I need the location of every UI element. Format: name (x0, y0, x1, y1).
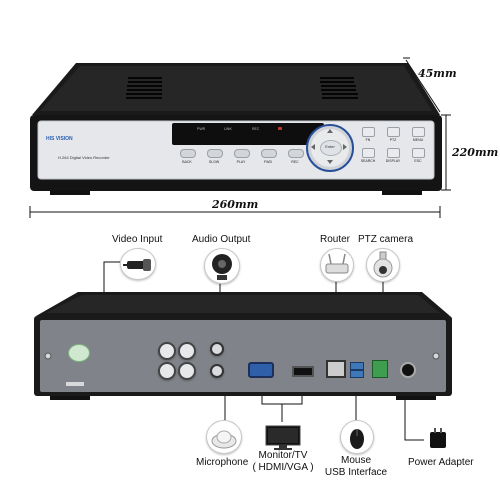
indicator-pwr: PWR (197, 127, 206, 131)
router-label: Router (320, 234, 351, 245)
rs485-terminal[interactable] (372, 360, 388, 378)
play-label: PLAY (236, 160, 246, 164)
search-button[interactable] (362, 148, 375, 158)
vga-port[interactable] (248, 362, 274, 378)
rca-audio-out[interactable] (210, 342, 224, 356)
bnc-input-4[interactable] (178, 362, 196, 380)
lan-port[interactable] (326, 360, 346, 378)
display-button[interactable] (387, 148, 400, 158)
dimension-lines (29, 57, 451, 218)
depth-dimension-label: 45mm (418, 67, 457, 80)
esc-button[interactable] (412, 148, 425, 158)
fwd-label: FWD (264, 160, 272, 164)
rec-button[interactable] (288, 149, 304, 158)
dpad-up-arrow-icon (327, 129, 333, 133)
dvr-front-view: HIS VISION H.264 Digital Video Recorder … (20, 55, 450, 205)
ptz-label: PTZ (389, 138, 397, 142)
bnc-input-3[interactable] (158, 362, 176, 380)
function-button-grid: FN PTZ MENU SEARCH DISPLAY ESC (358, 125, 432, 177)
dpad-enter-button[interactable] (320, 140, 342, 156)
play-button[interactable] (234, 149, 250, 158)
usb-port-2[interactable] (350, 370, 364, 378)
dpad-down-arrow-icon (327, 160, 333, 164)
usb-port-1[interactable] (350, 362, 364, 370)
bnc-video-inputs (156, 340, 206, 380)
dpad[interactable]: Enter (306, 124, 354, 172)
power-adapter-icon (424, 426, 454, 452)
ptz-camera-label: PTZ camera (358, 234, 414, 245)
dc-power-port[interactable] (400, 362, 416, 378)
back-button[interactable] (180, 149, 196, 158)
monitor-icon (264, 424, 302, 452)
slow-button[interactable] (207, 149, 223, 158)
fwd-button[interactable] (261, 149, 277, 158)
speaker-icon (204, 248, 240, 284)
monitor-sublabel: ( HDMI/VGA ) (252, 462, 314, 473)
mouse-label: Mouse (340, 455, 371, 466)
slow-label: SLOW (208, 160, 220, 164)
top-vent-right (320, 77, 358, 99)
esc-label: ESC (414, 159, 422, 163)
microphone-icon (206, 420, 242, 454)
menu-label: MENU (412, 138, 424, 142)
bnc-cable-icon (120, 248, 156, 280)
top-vent-left (126, 77, 162, 99)
indicator-rec: REC (252, 127, 260, 131)
audio-output-label: Audio Output (192, 234, 251, 245)
rec-label: REC (291, 160, 299, 164)
power-adapter-label: Power Adapter (408, 457, 474, 468)
dpad-right-arrow-icon (343, 144, 347, 150)
video-input-label: Video Input (112, 234, 163, 245)
fn-button[interactable] (362, 127, 375, 137)
display-label: DISPLAY (385, 159, 401, 163)
dpad-left-arrow-icon (311, 144, 315, 150)
monitor-label: Monitor/TV (258, 450, 308, 461)
hdmi-port[interactable] (292, 366, 314, 377)
ce-sticker (68, 344, 90, 362)
back-label: BACK (182, 160, 192, 164)
serial-label (66, 382, 84, 386)
indicator-link: LINK (224, 127, 232, 131)
router-icon (320, 248, 354, 282)
dvr-rear-chassis (34, 292, 452, 400)
rca-audio-in[interactable] (210, 364, 224, 378)
dpad-enter-label: Enter (325, 144, 335, 149)
ptz-camera-icon (366, 248, 400, 282)
fn-label: FN (365, 138, 371, 142)
playback-button-group: BACK SLOW PLAY FWD REC (176, 147, 316, 171)
bnc-input-2[interactable] (178, 342, 196, 360)
microphone-label: Microphone (196, 457, 249, 468)
bnc-input-1[interactable] (158, 342, 176, 360)
mouse-sublabel: USB Interface (324, 467, 388, 478)
search-label: SEARCH (360, 159, 376, 163)
front-model: H.264 Digital Video Recorder (58, 155, 110, 160)
mouse-icon (340, 420, 374, 454)
front-brand: HIS VISION (46, 136, 73, 142)
width-dimension-label: 260mm (212, 198, 259, 211)
ptz-button[interactable] (387, 127, 400, 137)
height-dimension-label: 220mm (452, 146, 499, 159)
menu-button[interactable] (412, 127, 425, 137)
rec-led (278, 127, 282, 130)
rca-audio-ports (206, 340, 236, 380)
dvr-rear-view (30, 290, 455, 410)
